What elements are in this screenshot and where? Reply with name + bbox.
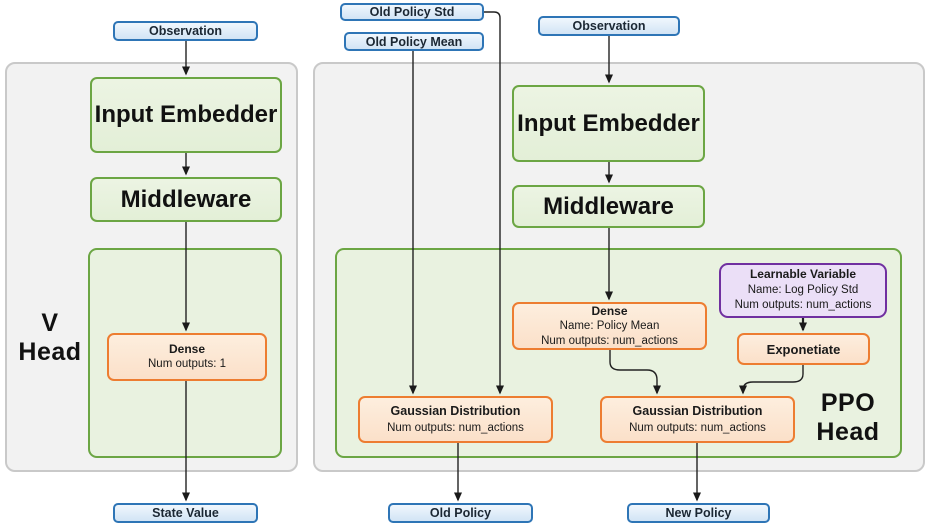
old-policy-std-input: Old Policy Std	[340, 3, 484, 21]
gaussian-distribution-new: Gaussian Distribution Num outputs: num_a…	[600, 396, 795, 443]
dense-v-head: Dense Num outputs: 1	[107, 333, 267, 381]
observation-input-left: Observation	[113, 21, 258, 41]
v-head-label-line1: V	[41, 309, 59, 337]
middleware-right: Middleware	[512, 185, 705, 228]
gaussian-new-num-outputs: Num outputs: num_actions	[629, 421, 766, 434]
dense-policy-mean-title: Dense	[591, 303, 628, 318]
v-head-label: V Head	[8, 309, 92, 367]
learnable-variable-name: Name: Log Policy Std	[747, 283, 859, 296]
dense-policy-mean-name: Name: Policy Mean	[559, 319, 660, 332]
gaussian-distribution-old: Gaussian Distribution Num outputs: num_a…	[358, 396, 553, 443]
learnable-variable: Learnable Variable Name: Log Policy Std …	[719, 263, 887, 318]
old-policy-mean-input: Old Policy Mean	[344, 32, 484, 51]
new-policy-output: New Policy	[627, 503, 770, 523]
dense-policy-mean: Dense Name: Policy Mean Num outputs: num…	[512, 302, 707, 350]
dense-policy-mean-num-outputs: Num outputs: num_actions	[541, 334, 678, 347]
input-embedder-left: Input Embedder	[90, 77, 282, 153]
gaussian-old-title: Gaussian Distribution	[390, 403, 521, 418]
dense-v-head-num-outputs: Num outputs: 1	[148, 358, 226, 370]
middleware-left: Middleware	[90, 177, 282, 222]
learnable-variable-num-outputs: Num outputs: num_actions	[734, 299, 872, 312]
ppo-head-label-line1: PPO	[820, 389, 876, 417]
exponetiate-node: Exponetiate	[737, 333, 870, 365]
input-embedder-right: Input Embedder	[512, 85, 705, 162]
ppo-head-label-line2: Head	[816, 418, 880, 446]
learnable-variable-title: Learnable Variable	[749, 267, 857, 282]
observation-input-right: Observation	[538, 16, 680, 36]
state-value-output: State Value	[113, 503, 258, 523]
old-policy-output: Old Policy	[388, 503, 533, 523]
v-head-label-line2: Head	[18, 338, 82, 366]
ppo-head-label: PPO Head	[798, 389, 898, 447]
gaussian-old-num-outputs: Num outputs: num_actions	[387, 421, 524, 434]
dense-v-head-title: Dense	[168, 342, 206, 356]
gaussian-new-title: Gaussian Distribution	[632, 403, 763, 418]
